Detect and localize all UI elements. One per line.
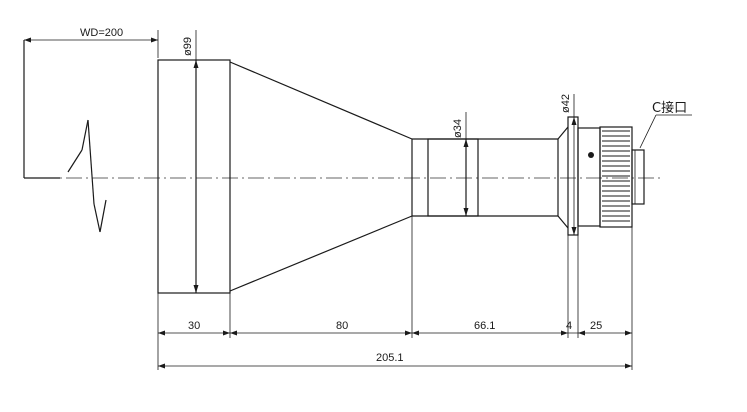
barrel-section-label: 66.1 [474,320,495,332]
flange: ø42 [557,94,579,236]
knurl-hatching [602,130,630,222]
index-mark-icon [588,152,594,158]
front-barrel: ø99 [157,30,231,294]
c-mount [631,149,645,205]
flange-section-label: 4 [566,320,572,332]
mid-diameter-label: ø34 [452,119,464,138]
working-distance-bracket [23,40,107,233]
focus-ring [577,126,633,228]
total-length-dimension: 205.1 [158,352,632,369]
front-diameter-label: ø99 [182,37,194,56]
tapered-body [229,61,413,292]
working-distance-label: WD=200 [80,27,123,39]
total-length-label: 205.1 [376,352,404,364]
mount-label: C接口 [652,100,687,116]
working-distance-dimension: WD=200 [24,27,159,58]
front-section-label: 30 [188,320,200,332]
mount-section-label: 25 [590,320,602,332]
rear-diameter-label: ø42 [560,94,572,113]
section-dimension-row: 30 80 66.1 4 25 [158,320,632,336]
extension-lines [157,216,633,370]
middle-barrel: ø34 [412,112,559,217]
mount-leader: C接口 [639,100,692,149]
taper-section-label: 80 [336,320,348,332]
